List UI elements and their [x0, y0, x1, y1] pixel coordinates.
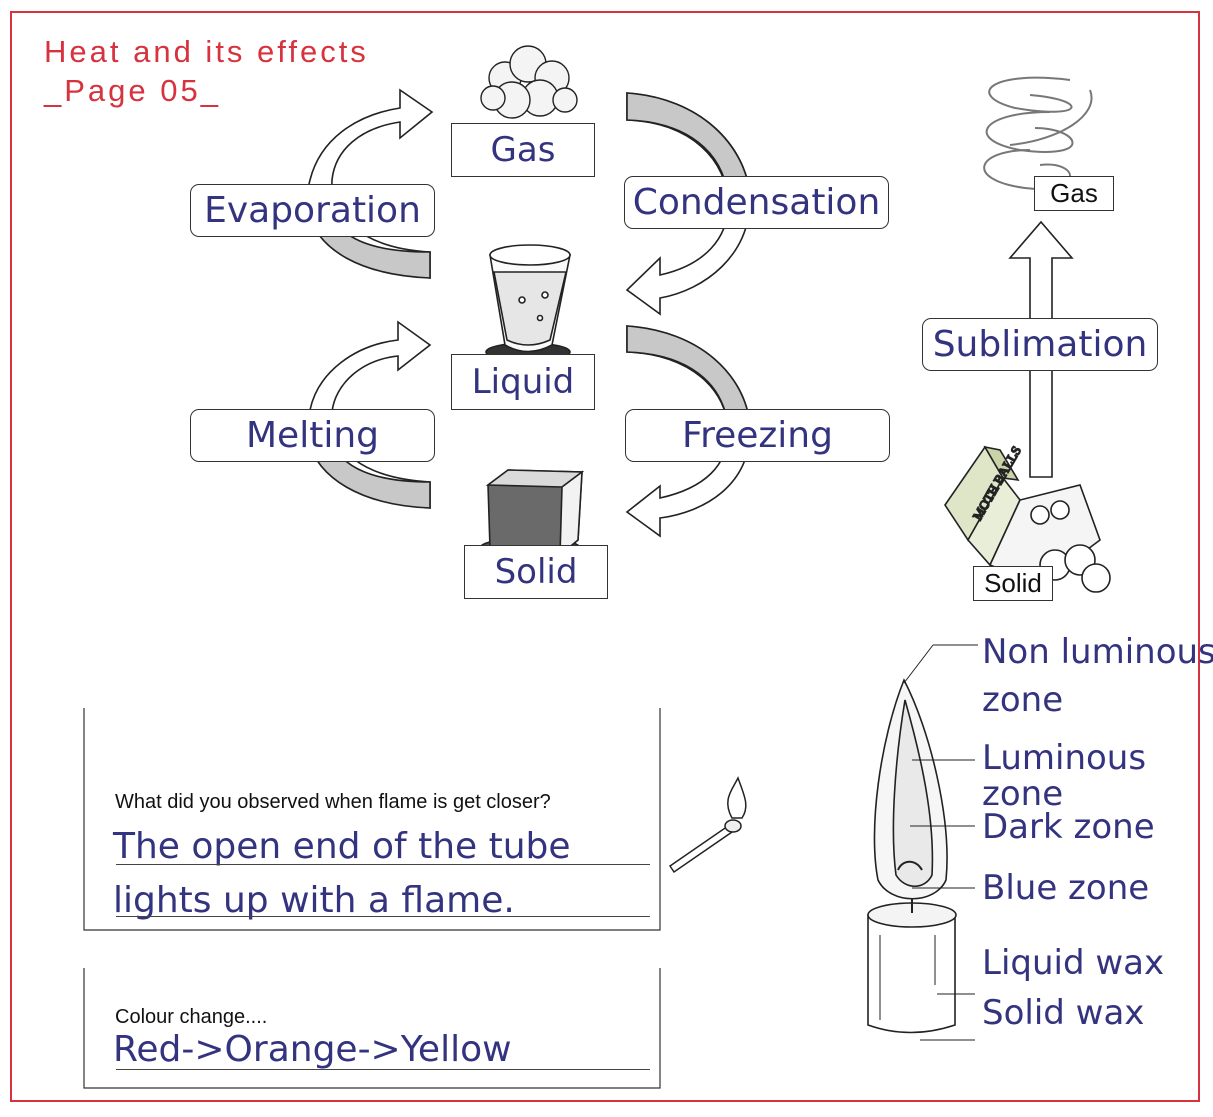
candle-zone-liquid-wax: Liquid wax: [982, 943, 1165, 983]
question-1-answer-line-1: The open end of the tube: [113, 826, 571, 867]
condensation-label: Condensation: [624, 176, 889, 229]
candle-zone-dark: Dark zone: [982, 807, 1155, 847]
sublimation-solid-label: Solid: [973, 566, 1053, 601]
candle-zone-blue: Blue zone: [982, 868, 1150, 908]
melting-label: Melting: [190, 409, 435, 462]
liquid-glass-image: [485, 244, 571, 362]
candle-zone-luminous-2: zone: [982, 774, 1064, 814]
question-1-answer-line-2: lights up with a flame.: [113, 880, 515, 921]
freezing-label: Freezing: [625, 409, 890, 462]
candle-zone-luminous: Luminous: [982, 738, 1147, 778]
gas-label-box: Gas: [451, 123, 595, 177]
answer-rule: [116, 1069, 650, 1070]
question-2-prompt: Colour change....: [115, 1006, 268, 1028]
sublimation-label: Sublimation: [922, 318, 1158, 371]
sublimation-gas-text: Gas: [1050, 178, 1098, 208]
solid-label-box: Solid: [464, 545, 608, 599]
liquid-label: Liquid: [471, 362, 575, 402]
candle-zone-solid-wax: Solid wax: [982, 993, 1145, 1033]
page-frame: [10, 11, 1200, 1102]
evaporation-text: Evaporation: [204, 190, 421, 231]
question-1-prompt: What did you observed when flame is get …: [115, 791, 551, 813]
condensation-text: Condensation: [632, 182, 881, 223]
answer-rule: [116, 916, 650, 917]
candle-zone-non-luminous: Non luminous: [982, 632, 1213, 672]
melting-text: Melting: [246, 415, 379, 456]
page-title: Heat and its effects: [44, 34, 369, 69]
sublimation-text: Sublimation: [932, 324, 1148, 365]
sublimation-gas-label: Gas: [1034, 176, 1114, 211]
sublimation-gas-swirl: [983, 76, 1093, 190]
solid-label: Solid: [494, 552, 578, 592]
matchstick-image: [668, 776, 747, 874]
answer-rule: [116, 864, 650, 865]
question-panel-frames: [83, 708, 661, 1089]
freezing-text: Freezing: [682, 415, 833, 456]
question-2-answer: Red->Orange->Yellow: [113, 1029, 512, 1070]
candle-image: [867, 644, 978, 1041]
gas-label: Gas: [490, 130, 556, 170]
liquid-label-box: Liquid: [451, 354, 595, 410]
evaporation-label: Evaporation: [190, 184, 435, 237]
candle-zone-non-luminous-2: zone: [982, 680, 1064, 720]
gas-cloud-image: [480, 45, 578, 119]
page-number: _Page 05_: [44, 73, 221, 108]
sublimation-solid-text: Solid: [984, 568, 1042, 598]
